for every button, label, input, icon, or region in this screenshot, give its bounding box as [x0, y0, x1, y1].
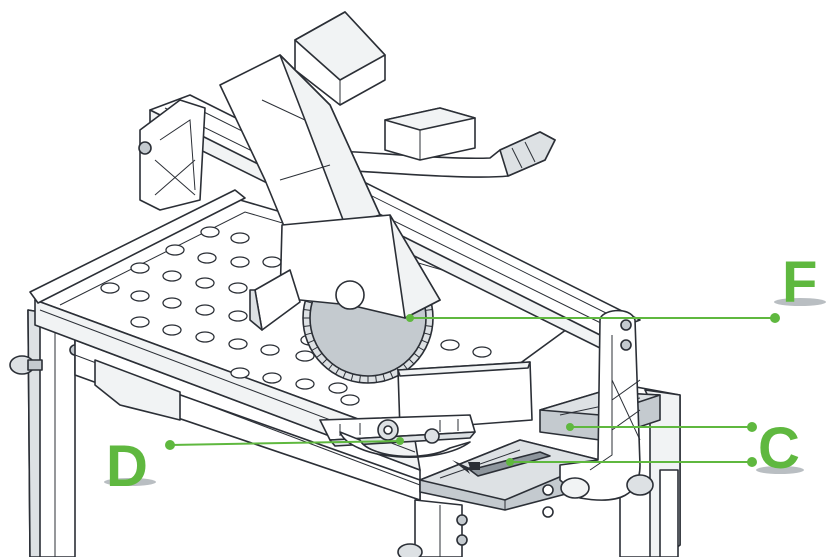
left-front-leg [9, 309, 81, 557]
blade-tooth [305, 332, 313, 336]
blade-tooth [389, 371, 394, 379]
blade-tooth [408, 358, 415, 365]
saw-handle [299, 107, 556, 178]
blade-tooth [425, 309, 433, 311]
sliding-carriage [419, 439, 601, 511]
callout-d: D [104, 434, 404, 499]
blade-tooth [417, 346, 425, 351]
blade-tooth [335, 367, 340, 375]
tile-guide-plate [319, 361, 533, 447]
callout-letter-f: F [782, 250, 817, 315]
angle-guide [339, 419, 471, 458]
right-front-leg [397, 499, 468, 557]
blade-tooth [413, 352, 420, 358]
callouts: F C D [104, 250, 826, 499]
blade-tooth [359, 375, 361, 383]
blade-tooth [342, 371, 347, 379]
callout-f: F [406, 250, 826, 323]
blade-tooth [303, 309, 311, 311]
blade-tooth [375, 375, 377, 383]
blade-tooth [307, 339, 315, 344]
callout-letter-c: C [758, 416, 800, 481]
callout-c-upper [566, 422, 757, 432]
blade-tooth [421, 339, 429, 344]
blade-tooth [316, 352, 323, 358]
callout-c-lower: C [506, 416, 804, 481]
blade-tooth [382, 373, 386, 381]
callout-letter-d: D [106, 434, 148, 499]
blade-tooth [321, 358, 328, 365]
blade-tooth [350, 373, 354, 381]
blade-tooth [425, 325, 433, 327]
blade-tooth [303, 325, 311, 327]
blade-tooth [311, 346, 319, 351]
table-holes [100, 226, 492, 406]
blade-tooth [328, 363, 334, 370]
blade-tooth [423, 332, 431, 336]
blade-tooth [305, 300, 313, 304]
saw-arm [219, 11, 386, 266]
